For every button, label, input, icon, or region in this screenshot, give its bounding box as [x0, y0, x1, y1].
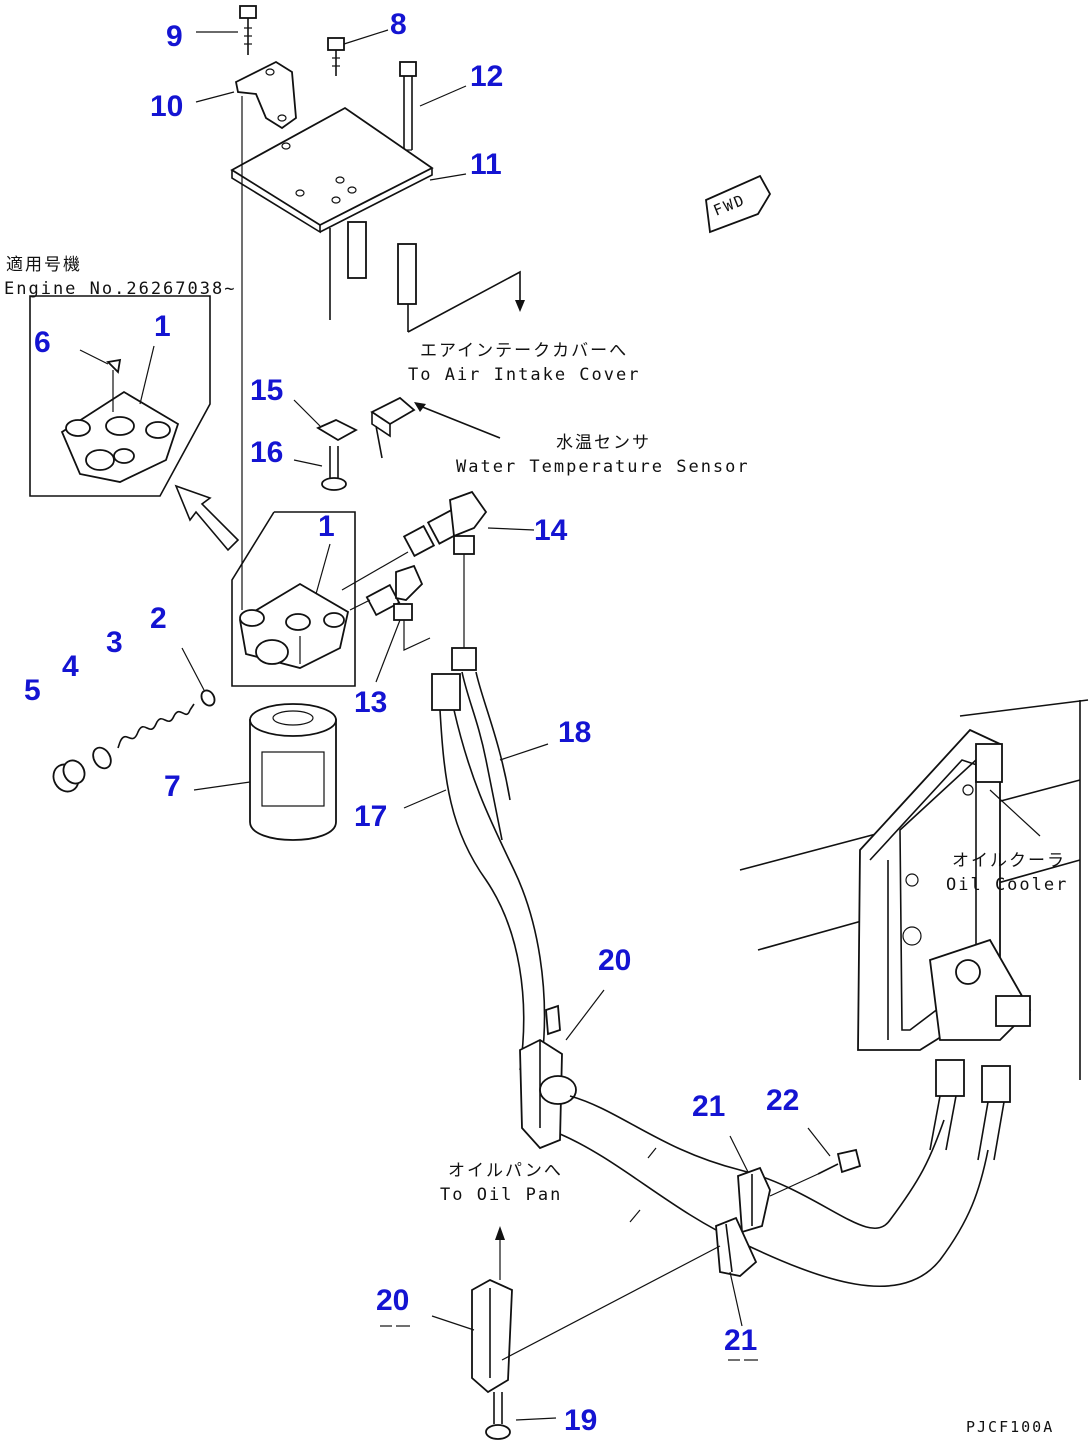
- bolt-12: [399, 61, 417, 151]
- bolt-19: [485, 1392, 511, 1440]
- label-oil-pan-en: To Oil Pan: [440, 1185, 562, 1205]
- callout-21-lower: 21: [724, 1324, 757, 1357]
- callout-9: 9: [166, 20, 183, 53]
- hose-to-oil-cooler: [559, 1059, 1011, 1288]
- callout-12: 12: [470, 60, 503, 93]
- label-oil-pan-jp: オイルパンへ: [448, 1161, 563, 1181]
- label-oil-cooler-jp: オイルクーラ: [952, 851, 1066, 871]
- bracket-10: [234, 60, 297, 130]
- callout-1-inset: 1: [154, 310, 171, 343]
- bolt-9: [239, 5, 257, 55]
- callout-17: 17: [354, 800, 387, 833]
- filter-cartridge-7: [249, 703, 337, 841]
- callout-13: 13: [354, 686, 387, 719]
- callout-19: 19: [564, 1404, 597, 1437]
- callout-20-upper: 20: [598, 944, 631, 977]
- callout-2: 2: [150, 602, 167, 635]
- callout-7: 7: [164, 770, 181, 803]
- ring-4: [92, 746, 112, 770]
- arrow-down-icon: [515, 300, 525, 312]
- arrow-up-icon: [495, 1226, 505, 1240]
- washer-15: [316, 419, 358, 442]
- water-temperature-sensor: [370, 396, 501, 459]
- plug-5: [52, 759, 86, 793]
- oil-cooler: [739, 699, 1089, 1080]
- spring-3: [117, 703, 195, 749]
- label-applicable-en: Engine No.26267038~: [4, 279, 236, 299]
- bolt-8: [327, 37, 345, 76]
- hose-17-18: [431, 671, 546, 1071]
- label-air-intake-jp: エアインテークカバーへ: [420, 341, 628, 361]
- callout-11: 11: [470, 148, 502, 181]
- inset-box: [29, 295, 211, 497]
- callout-6: 6: [34, 326, 51, 359]
- callout-4: 4: [62, 650, 79, 683]
- clamp-20-lower: [471, 1278, 513, 1394]
- drawing-code: PJCF100A: [966, 1418, 1054, 1436]
- label-oil-cooler-en: Oil Cooler: [946, 875, 1068, 895]
- callout-8: 8: [390, 8, 407, 41]
- callout-18: 18: [558, 716, 591, 749]
- label-water-temp-jp: 水温センサ: [556, 433, 651, 453]
- fwd-arrow-icon: FWD: [705, 174, 772, 234]
- label-air-intake-en: To Air Intake Cover: [408, 365, 640, 385]
- air-intake-leader: [407, 270, 521, 333]
- label-applicable-jp: 適用号機: [6, 255, 82, 275]
- callout-14: 14: [534, 514, 568, 547]
- filter-head-box: [231, 511, 356, 687]
- fitting-14: [402, 490, 488, 671]
- callout-1-main: 1: [318, 510, 335, 543]
- clamp-21-lower: [715, 1216, 758, 1277]
- fitting-13: [365, 564, 431, 651]
- bracket-11: [230, 106, 434, 332]
- leader-lines: [79, 29, 831, 1421]
- callout-22: 22: [766, 1084, 799, 1117]
- label-water-temp-en: Water Temperature Sensor: [456, 457, 750, 477]
- bolt-16: [321, 446, 347, 491]
- callout-16: 16: [250, 436, 283, 469]
- clamp-21-upper: [737, 1166, 771, 1234]
- callout-20-lower: 20: [376, 1284, 409, 1317]
- clamp-20-upper: [519, 1004, 577, 1150]
- callout-5: 5: [24, 674, 41, 707]
- callout-3: 3: [106, 626, 123, 659]
- o-ring-2: [200, 689, 216, 707]
- hollow-arrow-icon: [174, 484, 240, 552]
- callout-15: 15: [250, 374, 283, 407]
- callout-10: 10: [150, 90, 183, 123]
- callout-21-upper: 21: [692, 1090, 725, 1123]
- bolt-22: [769, 1148, 862, 1197]
